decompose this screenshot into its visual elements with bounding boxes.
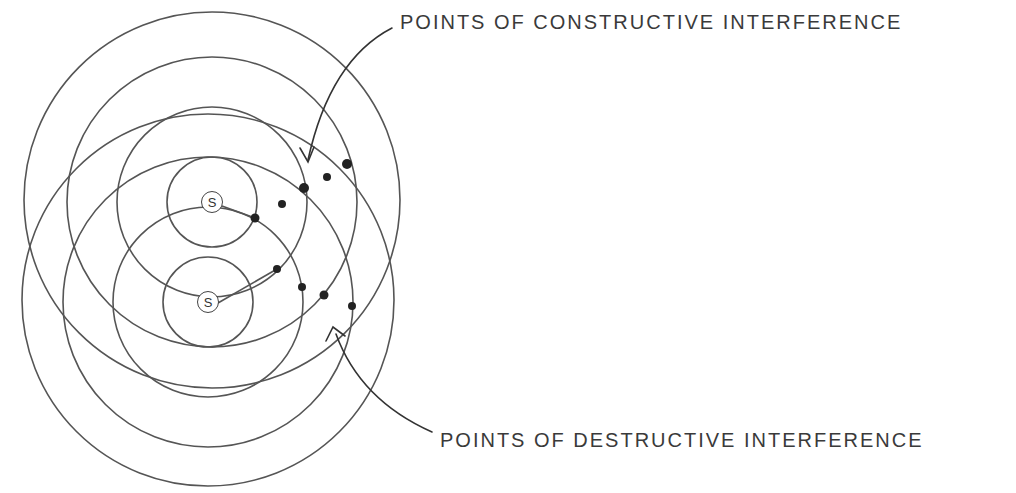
wavefront — [24, 12, 400, 388]
constructive-dot — [342, 159, 352, 169]
ray-line — [222, 206, 255, 218]
destructive-dot — [273, 265, 281, 273]
wavefront — [117, 107, 307, 297]
wavefront — [163, 257, 253, 347]
wavefront — [22, 114, 394, 486]
constructive-dot — [278, 200, 286, 208]
ray-line — [218, 269, 277, 303]
leader-arrow — [336, 334, 432, 432]
constructive-dot — [251, 214, 260, 223]
source-label: S — [204, 296, 213, 309]
source-circle: S — [201, 191, 223, 213]
callout-label: POINTS OF CONSTRUCTIVE INTERFERENCE — [400, 10, 902, 34]
source-circle: S — [197, 291, 219, 313]
constructive-dot — [299, 183, 309, 193]
arrow-head — [326, 327, 345, 341]
destructive-dot — [298, 283, 306, 291]
wavefront — [63, 157, 353, 447]
wavefront — [113, 207, 303, 397]
callout-label: POINTS OF DESTRUCTIVE INTERFERENCE — [440, 428, 924, 452]
wavefront — [167, 157, 257, 247]
destructive-dot — [348, 302, 356, 310]
leader-arrow — [308, 28, 392, 160]
source-label: S — [208, 196, 217, 209]
destructive-dot — [320, 291, 329, 300]
constructive-dot — [323, 173, 331, 181]
arrow-head — [300, 147, 314, 162]
